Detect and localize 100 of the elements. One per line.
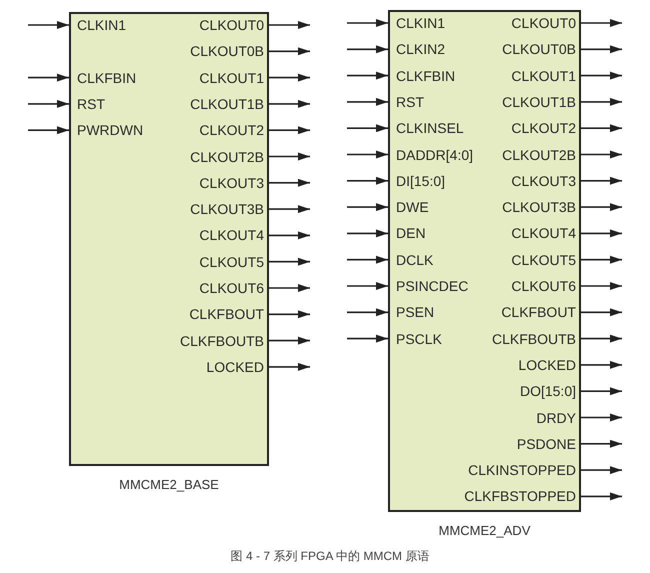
pin-name: DI[15:0] xyxy=(390,172,446,190)
arrow xyxy=(269,362,310,371)
pin-name: DEN xyxy=(390,224,426,242)
arrow xyxy=(269,126,310,134)
pin-name: CLKOUT1B xyxy=(502,92,579,111)
pin-name: CLKOUT1 xyxy=(199,68,267,87)
pin-name: DADDR[4:0] xyxy=(390,146,474,164)
arrow xyxy=(581,360,622,369)
caption: 图 4 - 7 系列 FPGA 中的 MMCM 原语 xyxy=(230,548,430,565)
arrow xyxy=(581,414,622,422)
pin-name: CLKOUT2 xyxy=(511,119,579,138)
pin-name: CLKOUT3 xyxy=(199,174,267,192)
pin-name: DCLK xyxy=(390,250,434,269)
pin-name: RST xyxy=(71,94,105,113)
arrow xyxy=(581,308,622,316)
pin-name: CLKOUT3B xyxy=(502,198,579,216)
arrow xyxy=(581,98,622,106)
arrow xyxy=(581,492,622,500)
pin-name: CLKOUT3 xyxy=(511,172,579,190)
arrow xyxy=(581,176,622,185)
arrow xyxy=(347,124,388,132)
pin-name: CLKOUT0B xyxy=(190,42,267,60)
arrow xyxy=(347,45,388,54)
arrow xyxy=(28,21,69,29)
arrow xyxy=(347,19,388,27)
pin-name: CLKOUT2B xyxy=(502,146,579,164)
pin-name: PWRDWN xyxy=(71,121,144,140)
pin-name: CLKOUT6 xyxy=(199,279,267,297)
arrow xyxy=(28,126,69,134)
arrow xyxy=(269,152,310,160)
arrow xyxy=(269,284,310,292)
arrow xyxy=(28,74,69,82)
arrow xyxy=(269,258,310,266)
arrow xyxy=(581,72,622,80)
pin-name: CLKOUT0 xyxy=(511,14,579,32)
pin-name: CLKOUT1B xyxy=(190,94,267,113)
arrow xyxy=(581,45,622,54)
arrow xyxy=(581,387,622,396)
arrow xyxy=(269,310,310,318)
arrow xyxy=(581,440,622,448)
pin-name: CLKIN2 xyxy=(390,40,446,58)
pin-name: CLKFBIN xyxy=(390,66,456,85)
arrow xyxy=(28,100,69,108)
pin-name: CLKOUT5 xyxy=(511,250,579,269)
pin-name: CLKFBOUTB xyxy=(180,332,267,350)
arrow xyxy=(581,256,622,264)
arrow xyxy=(347,150,388,158)
pin-name: CLKFBOUT xyxy=(189,305,267,324)
arrow xyxy=(269,74,310,82)
arrow xyxy=(347,176,388,185)
arrow xyxy=(581,124,622,132)
arrow xyxy=(347,72,388,80)
pin-name: LOCKED xyxy=(518,356,579,374)
arrow xyxy=(581,282,622,290)
pin-name: CLKIN1 xyxy=(71,16,126,34)
arrow xyxy=(347,282,388,290)
pin-name: CLKOUT6 xyxy=(511,277,579,295)
pin-name: PSCLK xyxy=(390,330,442,348)
arrow xyxy=(581,466,622,474)
pin-name: CLKFBSTOPPED xyxy=(464,487,579,506)
pin-name: DRDY xyxy=(536,408,579,426)
pin-name: CLKOUT2B xyxy=(190,148,267,166)
pin-name: CLKOUT0B xyxy=(502,40,579,58)
arrow xyxy=(581,150,622,158)
arrow xyxy=(269,21,310,29)
pin-name: PSINCDEC xyxy=(390,277,468,295)
arrow xyxy=(269,205,310,214)
arrow xyxy=(269,47,310,56)
arrow xyxy=(581,203,622,212)
arrow xyxy=(347,308,388,316)
pin-name: CLKOUT0 xyxy=(199,16,267,34)
block-name: MMCME2_ADV xyxy=(438,523,532,538)
pin-name: CLKFBOUT xyxy=(501,303,579,322)
pin-name: DO[15:0] xyxy=(520,382,579,400)
pin-name: CLKOUT4 xyxy=(511,224,579,242)
arrow xyxy=(581,334,622,343)
pin-name: CLKINSTOPPED xyxy=(468,461,579,480)
pin-name: CLKOUT3B xyxy=(190,200,267,218)
arrow xyxy=(347,334,388,343)
pin-name: PSDONE xyxy=(516,434,579,453)
arrow xyxy=(581,229,622,238)
arrow xyxy=(347,256,388,264)
pin-name: CLKIN1 xyxy=(390,14,446,32)
pin-name: CLKOUT2 xyxy=(199,121,267,140)
arrow xyxy=(269,178,310,187)
pin-name: PSEN xyxy=(390,303,434,322)
pin-name: CLKFBOUTB xyxy=(492,330,579,348)
pin-name: DWE xyxy=(390,198,429,216)
arrow xyxy=(347,229,388,238)
pin-name: CLKFBIN xyxy=(71,68,136,87)
arrow xyxy=(269,336,310,345)
pin-name: LOCKED xyxy=(206,358,267,376)
arrow xyxy=(347,98,388,106)
pin-name: RST xyxy=(390,92,424,111)
pin-name: CLKOUT4 xyxy=(199,226,267,244)
arrow xyxy=(581,19,622,27)
pin-name: CLKOUT1 xyxy=(511,66,579,85)
pin-name: CLKOUT5 xyxy=(199,252,267,271)
block-name: MMCME2_BASE xyxy=(118,477,220,492)
arrow xyxy=(269,100,310,108)
